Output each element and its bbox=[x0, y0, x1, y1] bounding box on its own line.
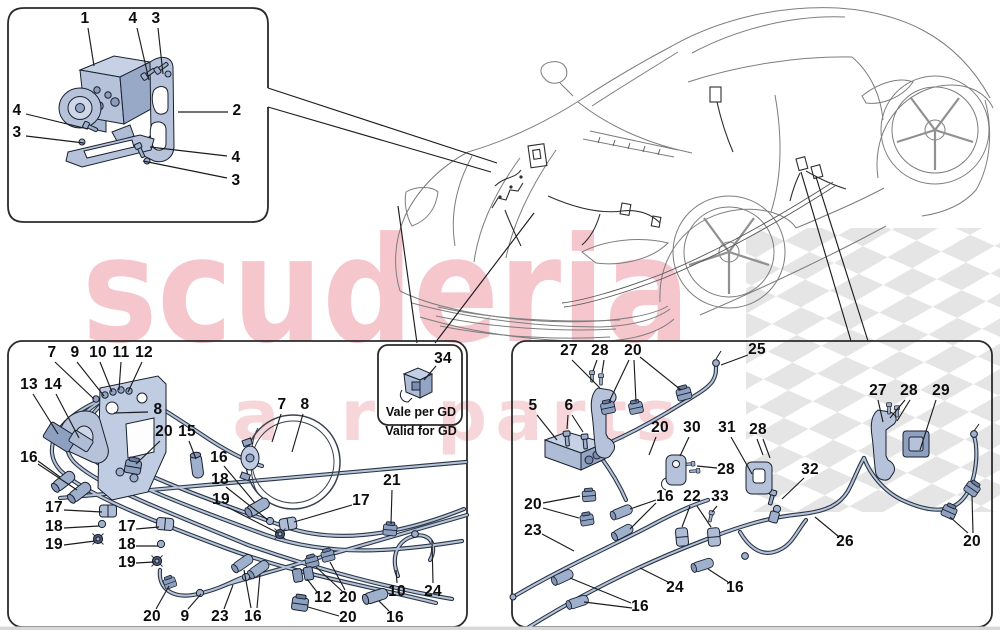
callout-front-7: 7 bbox=[277, 396, 287, 413]
abs-unit-drawing bbox=[58, 55, 175, 168]
callout-rear-16: 16 bbox=[726, 579, 744, 596]
callout-front-14: 14 bbox=[44, 376, 62, 393]
callout-front-20: 20 bbox=[155, 423, 173, 440]
callout-front-9: 9 bbox=[70, 344, 80, 361]
callout-abs-3: 3 bbox=[231, 172, 241, 189]
bottom-strip bbox=[0, 626, 1000, 630]
callout-front-11: 11 bbox=[112, 344, 130, 361]
callout-front-19: 19 bbox=[212, 491, 230, 508]
callout-front-13: 13 bbox=[20, 376, 38, 393]
callout-front-18: 18 bbox=[45, 518, 63, 535]
callout-rear-30: 30 bbox=[683, 419, 701, 436]
note-text-italian: Vale per GD bbox=[385, 405, 457, 419]
callout-abs-1: 1 bbox=[80, 10, 90, 27]
callout-rear-16: 16 bbox=[656, 488, 674, 505]
callout-rear-28: 28 bbox=[749, 421, 767, 438]
callout-front-16: 16 bbox=[244, 608, 262, 625]
callout-front-20: 20 bbox=[339, 589, 357, 606]
callout-rear-20: 20 bbox=[963, 533, 981, 550]
callout-abs-3: 3 bbox=[12, 124, 22, 141]
callout-front-12: 12 bbox=[314, 589, 332, 606]
callout-rear-29: 29 bbox=[932, 382, 950, 399]
callout-front-20: 20 bbox=[339, 609, 357, 626]
note-text-english: Valid for GD bbox=[385, 424, 457, 438]
callout-rear-20: 20 bbox=[651, 419, 669, 436]
callout-rear-32: 32 bbox=[801, 461, 819, 478]
callout-front-16: 16 bbox=[20, 449, 38, 466]
callout-rear-28: 28 bbox=[717, 461, 735, 478]
callout-front-18: 18 bbox=[118, 536, 136, 553]
callout-rear-20: 20 bbox=[624, 342, 642, 359]
callout-abs-4: 4 bbox=[12, 102, 22, 119]
callout-front-17: 17 bbox=[118, 518, 136, 535]
callout-note-34: 34 bbox=[434, 350, 452, 367]
callout-rear-27: 27 bbox=[869, 382, 887, 399]
checkered-flag-watermark bbox=[746, 228, 1000, 512]
callout-front-8: 8 bbox=[153, 401, 163, 418]
callout-abs-3: 3 bbox=[151, 10, 161, 27]
callout-front-24: 24 bbox=[424, 583, 442, 600]
callout-rear-6: 6 bbox=[564, 397, 574, 414]
wiring-harness bbox=[491, 86, 847, 308]
callout-front-21: 21 bbox=[383, 472, 401, 489]
callout-rear-33: 33 bbox=[711, 488, 729, 505]
callout-front-15: 15 bbox=[178, 423, 196, 440]
gd-note-box bbox=[377, 344, 463, 426]
callout-abs-4: 4 bbox=[128, 10, 138, 27]
callout-front-8: 8 bbox=[300, 396, 310, 413]
callout-front-16: 16 bbox=[386, 609, 404, 626]
connector-lines bbox=[267, 87, 869, 344]
callout-rear-5: 5 bbox=[528, 397, 538, 414]
callout-front-19: 19 bbox=[45, 536, 63, 553]
front-brake-drawing bbox=[42, 375, 467, 613]
callout-front-17: 17 bbox=[352, 492, 370, 509]
callout-front-12: 12 bbox=[135, 344, 153, 361]
callout-front-10: 10 bbox=[89, 344, 107, 361]
callout-rear-27: 27 bbox=[560, 342, 578, 359]
callout-front-9: 9 bbox=[180, 608, 190, 625]
callout-front-17: 17 bbox=[45, 499, 63, 516]
callout-leader-lines bbox=[25, 27, 974, 617]
callout-front-10: 10 bbox=[388, 583, 406, 600]
callout-front-19: 19 bbox=[118, 554, 136, 571]
callout-abs-4: 4 bbox=[231, 149, 241, 166]
callout-rear-28: 28 bbox=[591, 342, 609, 359]
callout-front-16: 16 bbox=[210, 449, 228, 466]
callout-rear-28: 28 bbox=[900, 382, 918, 399]
callout-rear-24: 24 bbox=[666, 579, 684, 596]
watermark-title: scuderia bbox=[82, 206, 690, 376]
callout-abs-2: 2 bbox=[232, 102, 242, 119]
callout-rear-26: 26 bbox=[836, 533, 854, 550]
callout-front-23: 23 bbox=[211, 608, 229, 625]
rear-brake-drawing bbox=[509, 350, 984, 627]
callout-rear-22: 22 bbox=[683, 488, 701, 505]
callout-rear-25: 25 bbox=[748, 341, 766, 358]
callout-rear-23: 23 bbox=[524, 522, 542, 539]
callout-rear-31: 31 bbox=[718, 419, 736, 436]
callout-front-20: 20 bbox=[143, 608, 161, 625]
callout-rear-16: 16 bbox=[631, 598, 649, 615]
callout-front-7: 7 bbox=[47, 344, 57, 361]
callout-rear-20: 20 bbox=[524, 496, 542, 513]
abs-panel-box bbox=[7, 7, 269, 223]
callout-front-18: 18 bbox=[211, 471, 229, 488]
gd-note-part-drawing bbox=[399, 367, 434, 403]
